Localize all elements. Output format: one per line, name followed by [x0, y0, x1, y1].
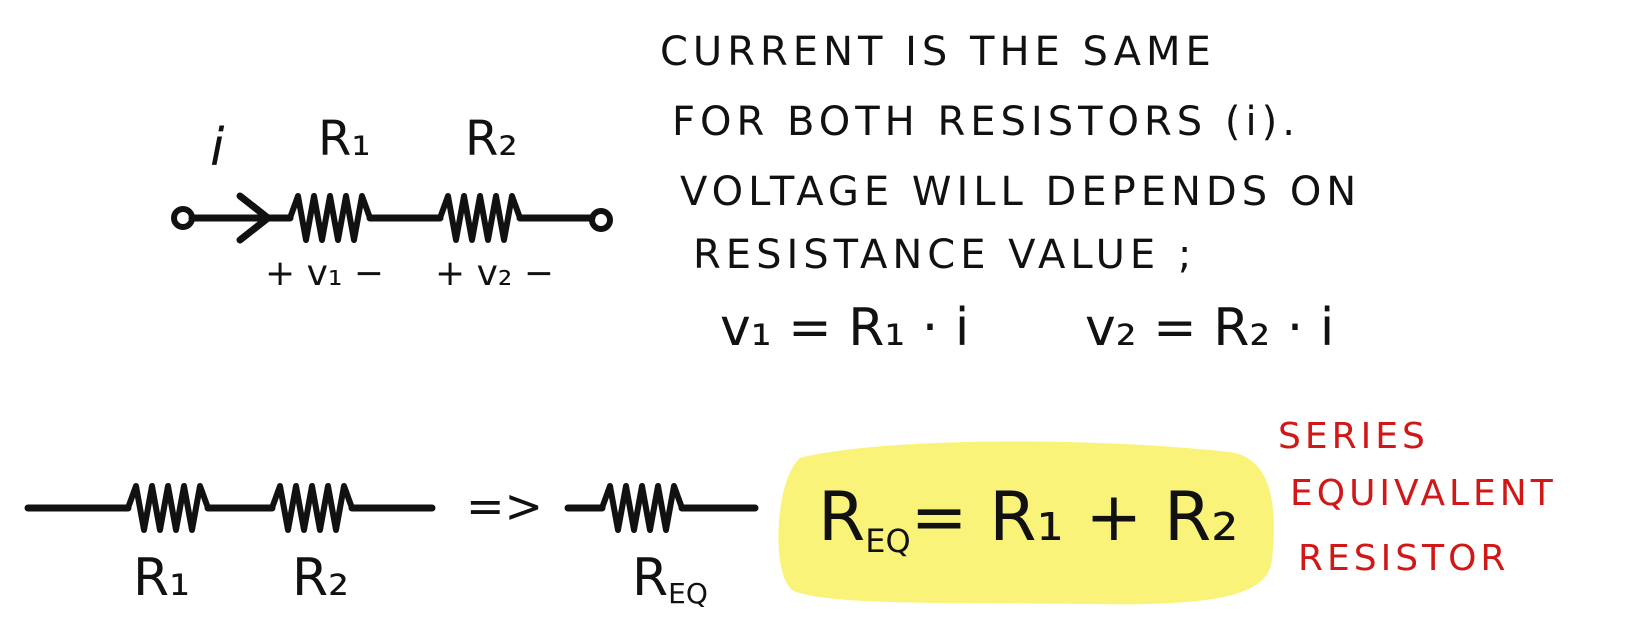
v1-label: + v₁ − — [265, 253, 384, 294]
r1-label-bottom: R₁ — [133, 548, 190, 608]
resistor-r2-bottom-zigzag — [269, 483, 355, 533]
note-line-1: CURRENT IS THE SAME — [660, 29, 1216, 75]
annotation-line-1: SERIES — [1278, 416, 1429, 457]
top-series-circuit: i R₁ R₂ + v₁ − + v₂ − — [171, 111, 613, 294]
formula-highlight — [778, 441, 1274, 605]
output-terminal — [589, 208, 613, 232]
note-line-4: RESISTANCE VALUE ; — [693, 232, 1196, 278]
series-annotation: SERIES EQUIVALENT RESISTOR — [1278, 416, 1557, 579]
annotation-line-2: EQUIVALENT — [1290, 473, 1557, 514]
annotation-line-3: RESISTOR — [1298, 538, 1509, 579]
resistor-r1-zigzag — [287, 193, 373, 243]
r2-label-bottom: R₂ — [292, 548, 349, 608]
resistor-r2-zigzag — [437, 193, 523, 243]
resistor-r1-bottom-zigzag — [125, 483, 211, 533]
resistor-req-zigzag — [599, 483, 685, 533]
note-line-2: FOR BOTH RESISTORS (i). — [672, 99, 1300, 145]
equation-v1: v₁ = R₁ · i — [720, 298, 969, 358]
formula-text: REQ= R₁ + R₂ — [818, 478, 1238, 560]
req-label: REQ — [632, 548, 708, 610]
bottom-series-circuit: R₁ R₂ => REQ — [24, 479, 759, 610]
current-label: i — [210, 118, 225, 178]
implies-arrow: => — [466, 479, 543, 533]
r1-label-top: R₁ — [318, 111, 371, 167]
note-line-3: VOLTAGE WILL DEPENDS ON — [680, 169, 1361, 215]
current-arrow-icon — [236, 192, 272, 244]
equivalent-formula: REQ= R₁ + R₂ — [778, 441, 1274, 605]
equation-v2: v₂ = R₂ · i — [1085, 298, 1334, 358]
v2-label: + v₂ − — [435, 253, 554, 294]
r2-label-top: R₂ — [465, 111, 518, 167]
notes-block: CURRENT IS THE SAME FOR BOTH RESISTORS (… — [660, 29, 1361, 358]
